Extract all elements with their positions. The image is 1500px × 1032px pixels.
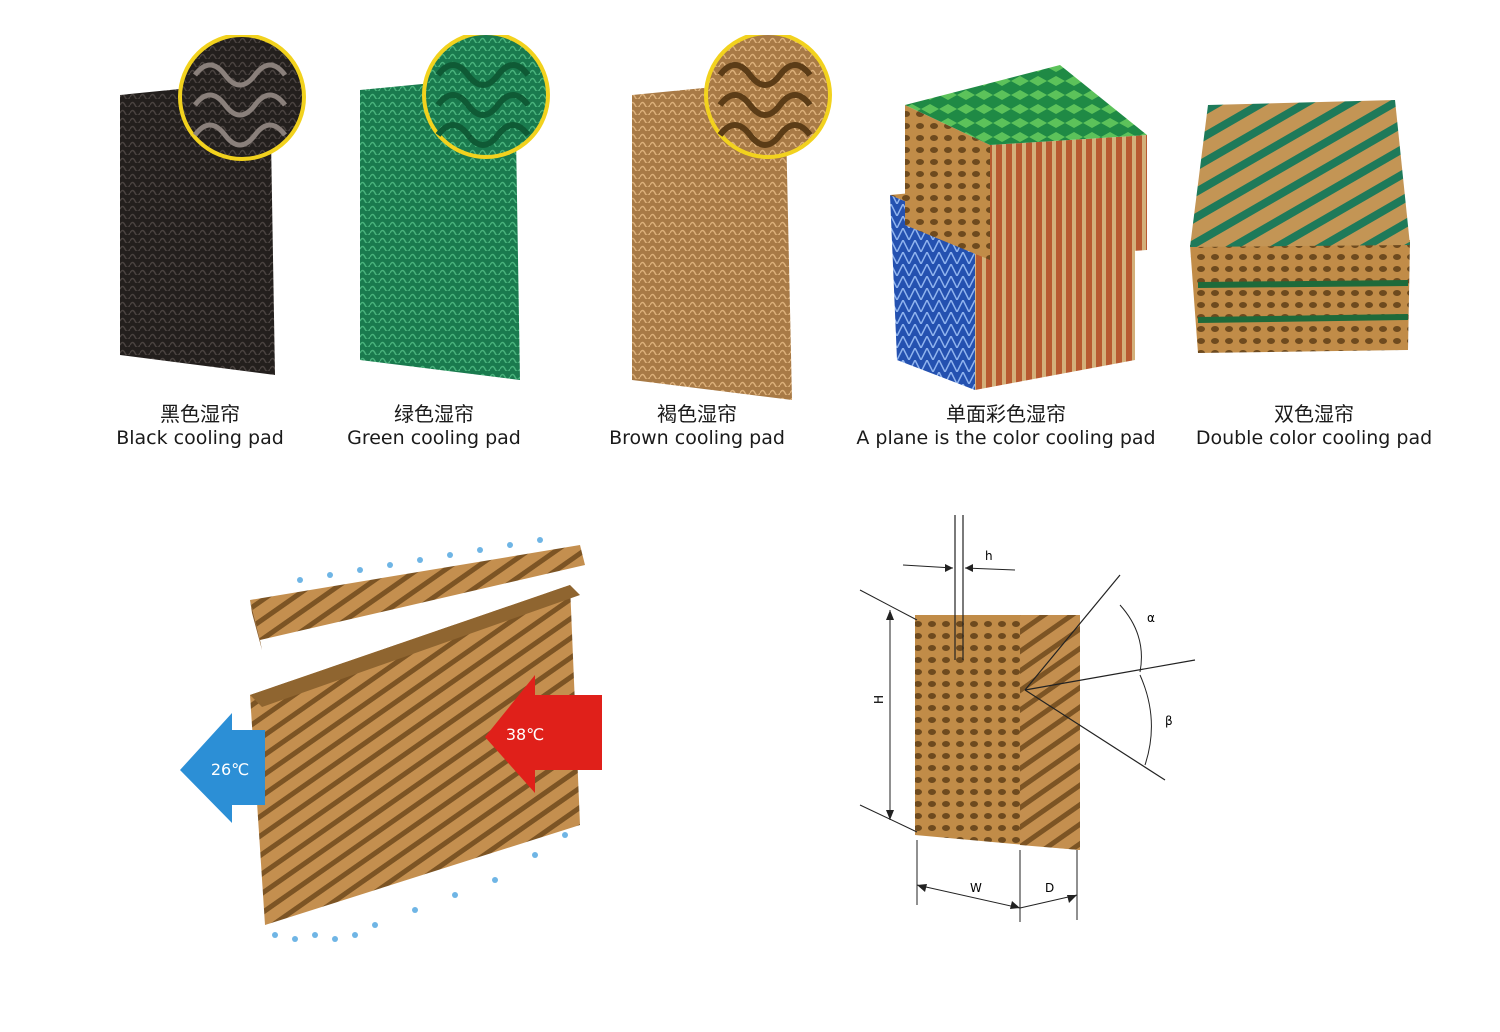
water-drops-top bbox=[297, 537, 543, 583]
product-double-color bbox=[1180, 95, 1420, 364]
product-one-side-color bbox=[885, 60, 1160, 399]
caption-zh: 绿色湿帘 bbox=[394, 402, 474, 426]
caption-black: 黑色湿帘 Black cooling pad bbox=[30, 402, 370, 450]
dimension-diagram: h H W D α β bbox=[855, 510, 1215, 934]
caption-double-color: 双色湿帘 Double color cooling pad bbox=[1144, 402, 1484, 450]
double-color-cooling-pad-image bbox=[1190, 100, 1410, 353]
hot-air-arrow bbox=[485, 675, 602, 793]
product-brown bbox=[620, 31, 840, 409]
black-detail-magnifier bbox=[178, 33, 306, 161]
caption-zh: 单面彩色湿帘 bbox=[946, 402, 1066, 426]
green-cooling-pad-image bbox=[360, 31, 550, 380]
dim-H-label: H bbox=[872, 695, 886, 704]
dim-h-label: h bbox=[985, 549, 993, 563]
cool-air-arrow bbox=[180, 713, 265, 823]
airflow-illustration: 38℃ 26℃ bbox=[170, 525, 620, 969]
caption-en: Double color cooling pad bbox=[1195, 427, 1433, 449]
caption-one-side-color: 单面彩色湿帘 A plane is the color cooling pad bbox=[836, 402, 1176, 450]
black-cooling-pad-image bbox=[120, 33, 306, 375]
hot-air-temp: 38℃ bbox=[506, 725, 544, 744]
caption-zh: 双色湿帘 bbox=[1274, 402, 1354, 426]
dim-D-label: D bbox=[1045, 881, 1054, 895]
caption-zh: 褐色湿帘 bbox=[657, 402, 737, 426]
caption-zh: 黑色湿帘 bbox=[160, 402, 240, 426]
brown-cooling-pad-image bbox=[632, 31, 832, 400]
cool-air-temp: 26℃ bbox=[211, 760, 249, 779]
caption-en: Brown cooling pad bbox=[609, 427, 785, 449]
caption-brown: 褐色湿帘 Brown cooling pad bbox=[527, 402, 867, 450]
caption-en: Black cooling pad bbox=[116, 427, 284, 449]
product-black bbox=[110, 33, 320, 389]
dim-alpha-label: α bbox=[1147, 611, 1155, 625]
water-drops-bottom bbox=[272, 832, 568, 942]
caption-green: 绿色湿帘 Green cooling pad bbox=[264, 402, 604, 450]
airflow-cooling-diagram: 38℃ 26℃ bbox=[180, 537, 602, 942]
dimension-drawing: h H W D α β bbox=[859, 515, 1196, 922]
dim-W-label: W bbox=[970, 881, 982, 895]
caption-en: Green cooling pad bbox=[347, 427, 521, 449]
caption-en: A plane is the color cooling pad bbox=[856, 427, 1156, 449]
one-side-color-cooling-pad-image bbox=[890, 65, 1147, 390]
product-green bbox=[350, 31, 560, 389]
dim-beta-label: β bbox=[1165, 714, 1173, 728]
